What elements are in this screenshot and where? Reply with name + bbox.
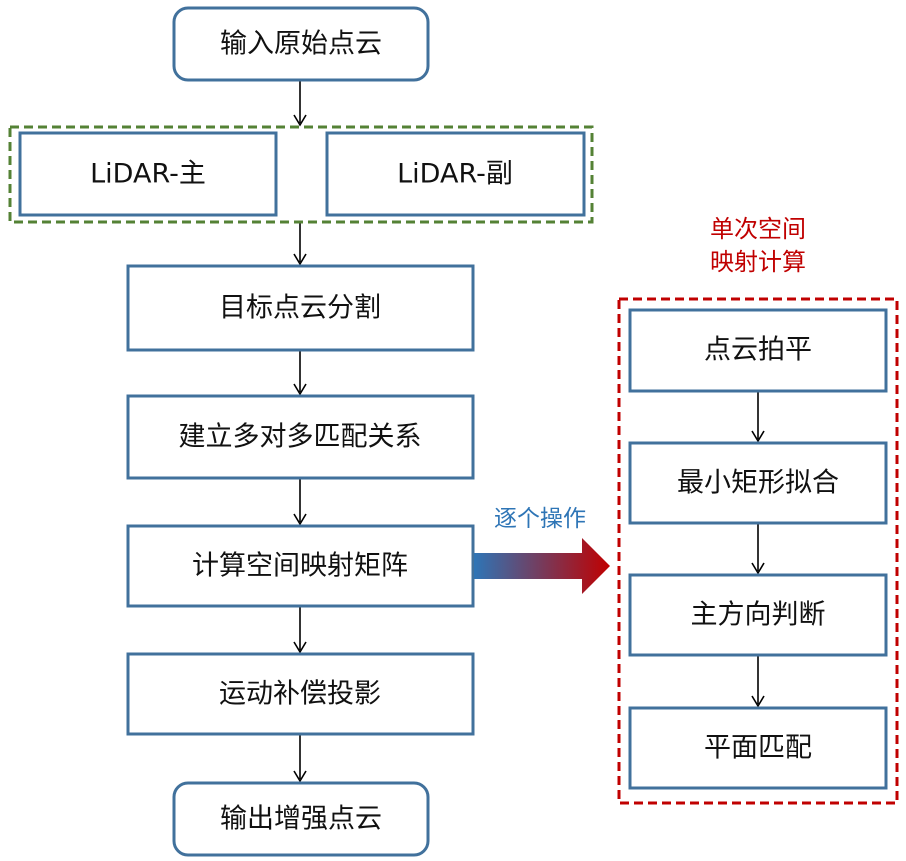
arrowhead xyxy=(293,253,307,266)
node-output: 输出增强点云 xyxy=(172,781,430,857)
side-step-label: 最小矩形拟合 xyxy=(677,468,839,499)
side-step-box xyxy=(628,308,888,393)
side-step: 最小矩形拟合 xyxy=(628,441,888,525)
node-compute-matrix-label: 计算空间映射矩阵 xyxy=(192,551,408,582)
side-step-box xyxy=(628,706,888,790)
arrowhead xyxy=(751,430,765,443)
node-motion-compensation: 运动补偿投影 xyxy=(126,652,475,736)
node-compute-matrix: 计算空间映射矩阵 xyxy=(126,524,475,608)
node-lidar-main-label: LiDAR-主 xyxy=(90,159,206,190)
node-correspondence-box xyxy=(126,394,475,480)
left-connectors xyxy=(293,80,307,783)
node-compute-matrix-box xyxy=(126,524,475,608)
node-segmentation-box xyxy=(126,264,475,352)
right-connectors xyxy=(751,391,765,708)
side-panel-title-line2: 映射计算 xyxy=(710,248,806,276)
arrowhead xyxy=(751,695,765,708)
arrowhead xyxy=(293,641,307,654)
side-panel-title-line1: 单次空间 xyxy=(710,215,806,243)
node-lidar-sub-box xyxy=(325,131,586,217)
lidar-group-frame xyxy=(8,125,594,224)
node-lidar-sub: LiDAR-副 xyxy=(325,131,586,217)
node-correspondence: 建立多对多匹配关系 xyxy=(126,394,475,480)
node-motion-compensation-label: 运动补偿投影 xyxy=(219,679,381,710)
arrowhead xyxy=(293,383,307,396)
side-step: 点云拍平 xyxy=(628,308,888,393)
node-input-label: 输入原始点云 xyxy=(220,29,382,60)
node-lidar-main-box xyxy=(18,131,278,217)
arrowhead xyxy=(751,562,765,575)
arrowhead xyxy=(293,114,307,127)
side-step: 平面匹配 xyxy=(628,706,888,790)
side-step-box xyxy=(628,573,888,657)
per-item-arrow xyxy=(474,538,610,594)
edge-label: 逐个操作 xyxy=(494,506,586,532)
node-input: 输入原始点云 xyxy=(172,6,430,82)
side-step: 主方向判断 xyxy=(628,573,888,657)
node-segmentation-label: 目标点云分割 xyxy=(219,293,381,324)
side-step-box xyxy=(628,441,888,525)
node-input-box xyxy=(172,6,430,82)
side-step-label: 主方向判断 xyxy=(691,600,826,631)
node-lidar-main: LiDAR-主 xyxy=(18,131,278,217)
node-motion-compensation-box xyxy=(126,652,475,736)
side-step-label: 点云拍平 xyxy=(704,335,812,366)
node-output-label: 输出增强点云 xyxy=(220,804,382,835)
node-segmentation: 目标点云分割 xyxy=(126,264,475,352)
side-step-label: 平面匹配 xyxy=(704,733,812,764)
node-lidar-sub-label: LiDAR-副 xyxy=(397,159,513,190)
arrowhead xyxy=(293,770,307,783)
node-output-box xyxy=(172,781,430,857)
node-correspondence-label: 建立多对多匹配关系 xyxy=(179,422,422,453)
arrowhead xyxy=(293,513,307,526)
